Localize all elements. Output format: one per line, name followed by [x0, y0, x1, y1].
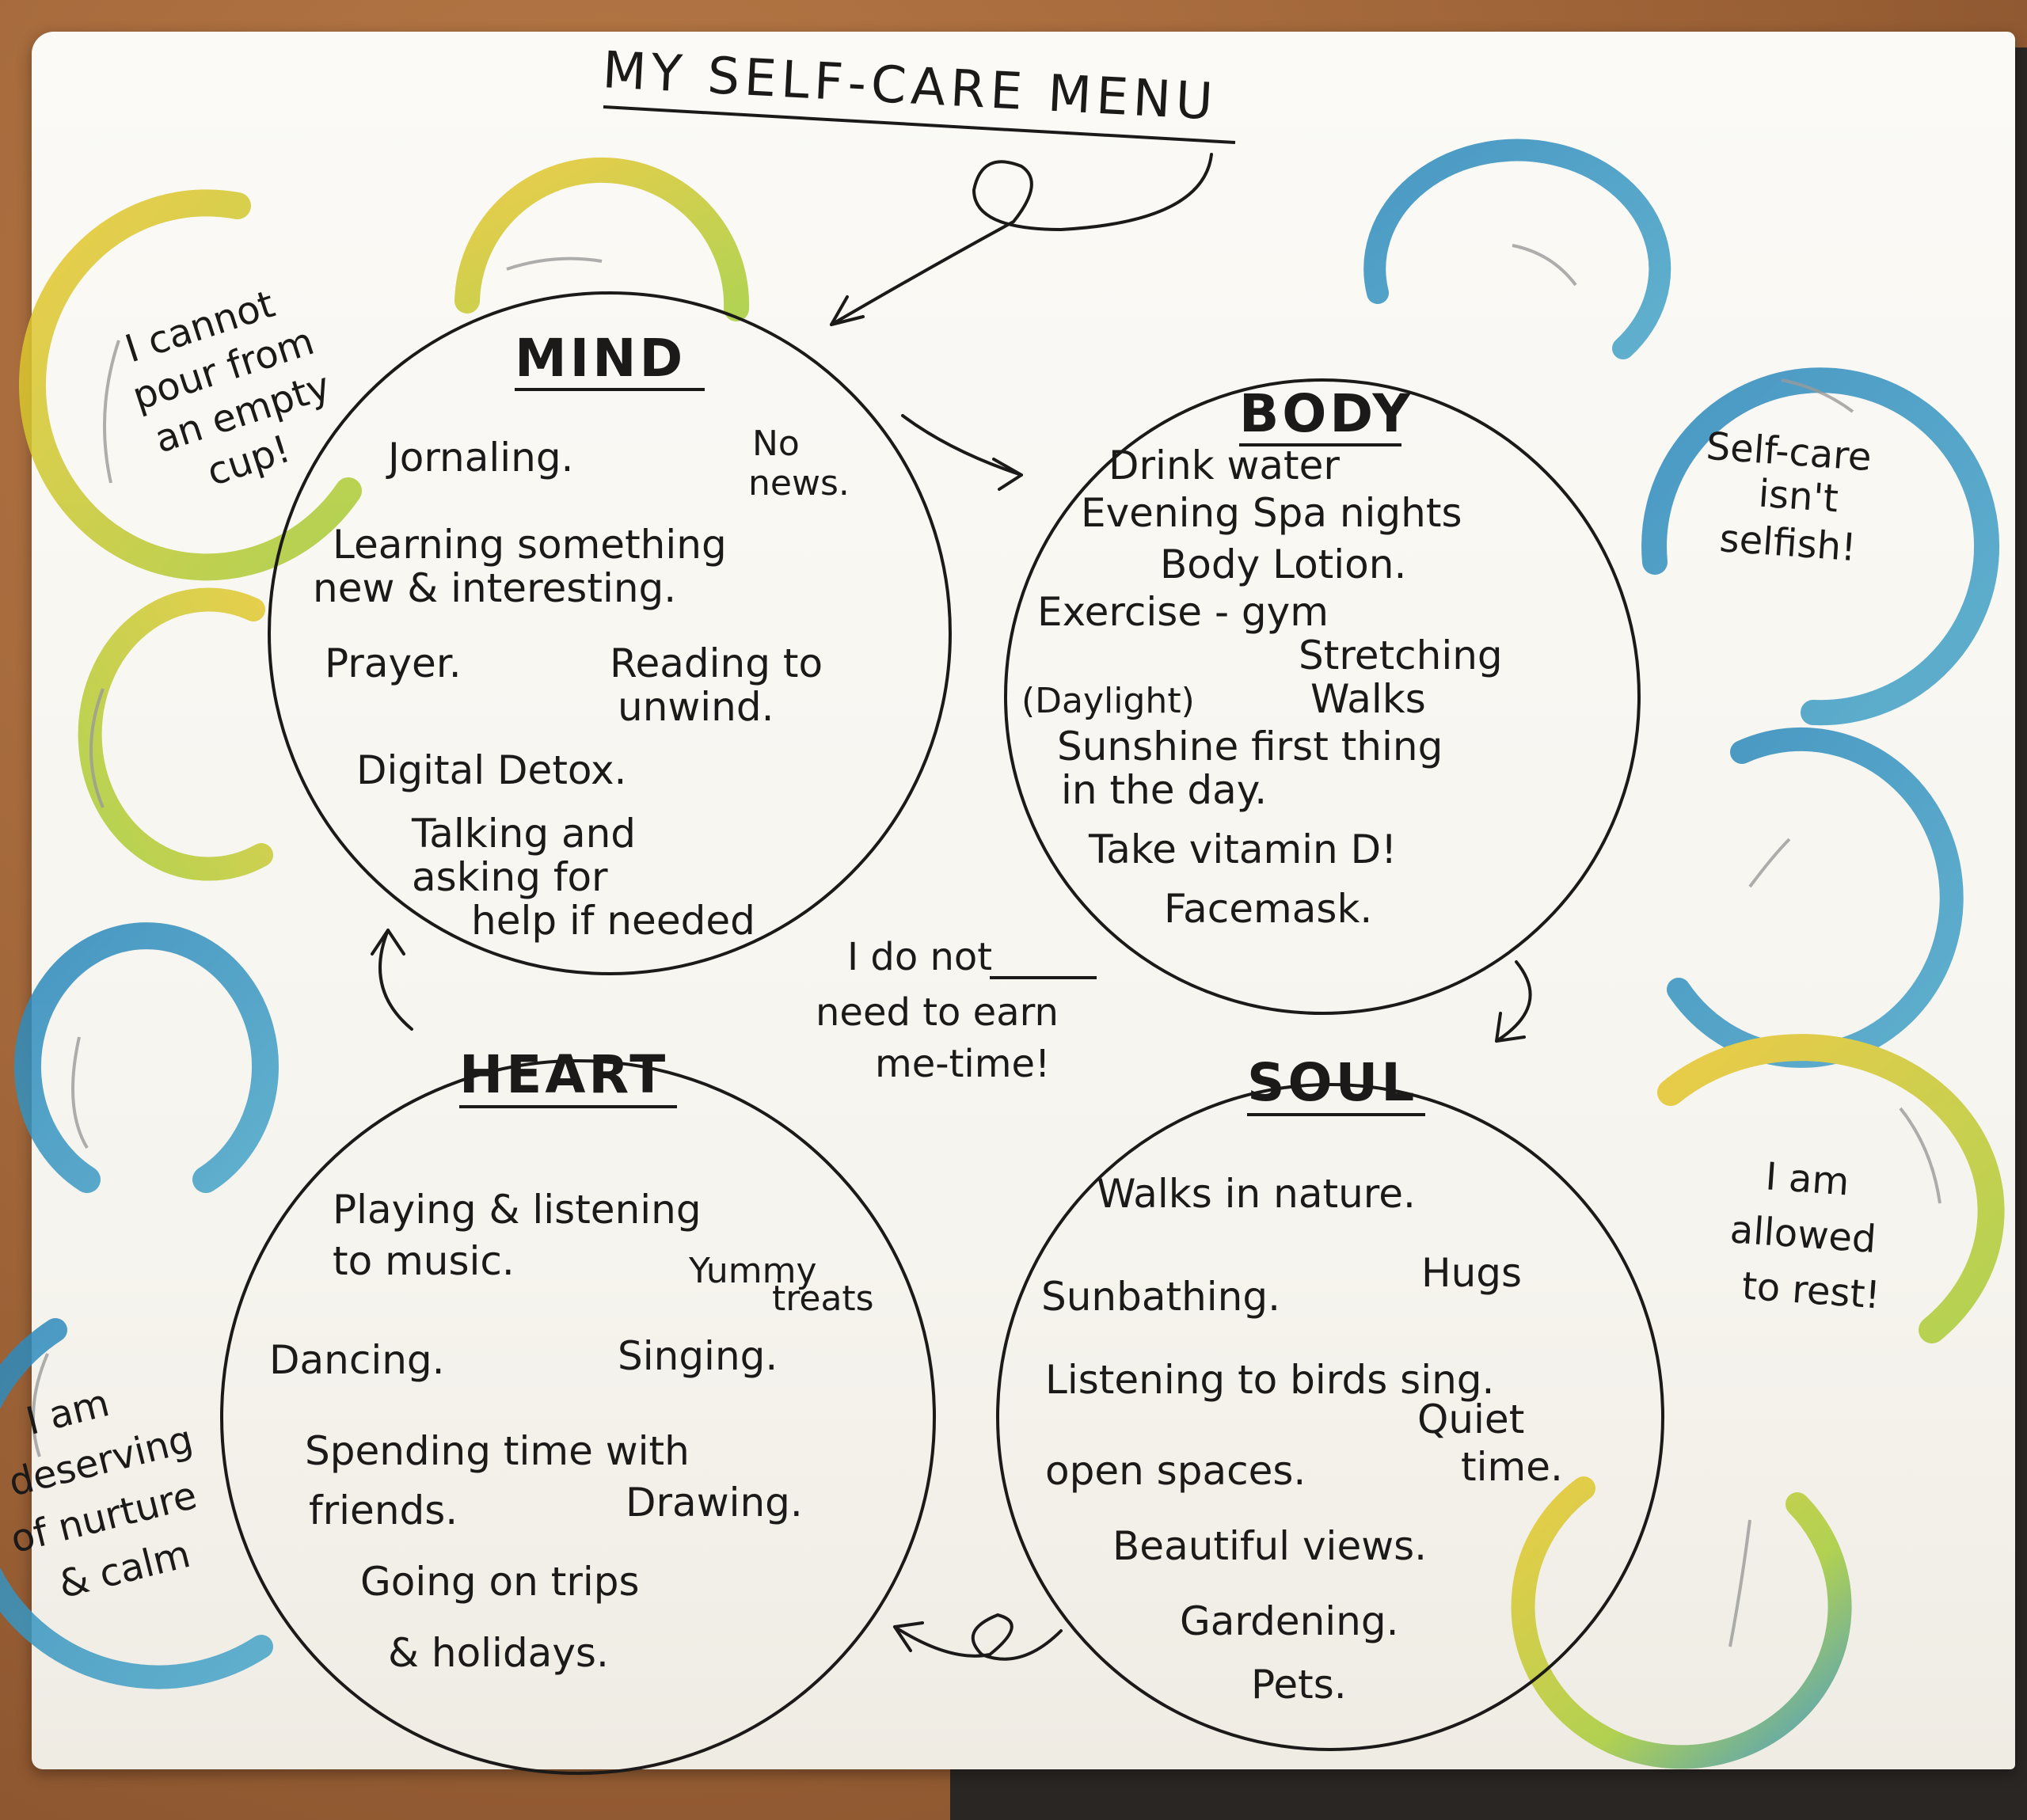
- list-item: Hugs: [1421, 1250, 1522, 1296]
- list-item: Pets.: [1251, 1662, 1347, 1708]
- list-item: help if needed: [471, 898, 755, 944]
- watercolor-ring-blue-bottomleft: [0, 1318, 273, 1689]
- list-item: Learning something: [333, 522, 727, 568]
- svg-text:me-time!: me-time!: [875, 1042, 1050, 1086]
- list-item: No: [752, 424, 800, 464]
- svg-text:I do not: I do not: [847, 935, 992, 979]
- list-item: Drawing.: [626, 1480, 803, 1526]
- heart-heading: HEART: [459, 1044, 668, 1105]
- watercolor-ring-blue-topright: [1363, 139, 1671, 359]
- list-item: Walks in nature.: [1097, 1171, 1416, 1217]
- list-item: asking for: [412, 854, 608, 900]
- svg-text:I am: I am: [1764, 1154, 1850, 1204]
- list-item: time.: [1461, 1444, 1563, 1490]
- list-item: Jornaling.: [386, 435, 573, 481]
- svg-text:selfish!: selfish!: [1718, 516, 1858, 570]
- list-item: new & interesting.: [313, 565, 676, 611]
- watercolor-ring-yellow-topleft: [18, 189, 362, 581]
- list-item: (Daylight): [1021, 681, 1195, 721]
- watercolor-ring-green-bottomright: [1511, 1476, 1852, 1769]
- affirmation-selfish: Self-care isn't selfish!: [1705, 424, 1873, 570]
- watercolor-ring-green-left: [78, 587, 273, 881]
- heart-items: Playing & listening to music. Yummy trea…: [269, 1187, 874, 1676]
- mind-heading: MIND: [515, 328, 686, 389]
- list-item: Dancing.: [269, 1337, 445, 1383]
- list-item: Prayer.: [325, 640, 462, 686]
- list-item: Singing.: [618, 1333, 778, 1379]
- body-heading: BODY: [1239, 383, 1413, 444]
- watercolor-ring-blue-left: [14, 922, 279, 1193]
- heart-to-mind-arrow: [378, 929, 413, 1031]
- list-item: news.: [748, 463, 850, 503]
- list-item: Beautiful views.: [1112, 1523, 1427, 1569]
- title-loop-arrow: [830, 153, 1213, 326]
- watercolor-ring-yellow-right: [1657, 1034, 2005, 1343]
- mind-items: Jornaling. No news. Learning something n…: [313, 424, 850, 944]
- list-item: Going on trips: [360, 1559, 640, 1605]
- list-item: Exercise - gym: [1037, 589, 1329, 635]
- list-item: Digital Detox.: [356, 747, 626, 793]
- list-item: Body Lotion.: [1160, 541, 1406, 587]
- list-item: Spending time with: [305, 1428, 690, 1474]
- list-item: Sunbathing.: [1041, 1274, 1280, 1320]
- soul-heading: SOUL: [1247, 1052, 1417, 1113]
- mind-circle: [268, 291, 952, 975]
- affirmation-rest: I am allowed to rest!: [1728, 1154, 1881, 1317]
- list-item: Reading to: [610, 640, 823, 686]
- svg-text:need to earn: need to earn: [816, 990, 1059, 1035]
- heart-circle: [220, 1059, 936, 1775]
- list-item: Listening to birds sing.: [1045, 1357, 1494, 1403]
- list-item: Yummy: [688, 1251, 816, 1291]
- soul-circle: [996, 1083, 1664, 1751]
- list-item: Quiet: [1417, 1396, 1524, 1442]
- list-item: in the day.: [1061, 767, 1267, 813]
- list-item: Walks: [1310, 676, 1426, 722]
- list-item: Drink water: [1109, 443, 1340, 488]
- affirmation-cup: I cannot pour from an empty cup!: [120, 282, 336, 495]
- mind-to-body-arrow: [901, 414, 1023, 477]
- svg-text:Self-care: Self-care: [1705, 424, 1873, 480]
- list-item: Sunshine first thing: [1057, 724, 1443, 769]
- body-circle: [1004, 378, 1641, 1015]
- list-item: & holidays.: [388, 1630, 609, 1676]
- list-item: Take vitamin D!: [1088, 826, 1397, 872]
- list-item: unwind.: [618, 684, 774, 730]
- list-item: Facemask.: [1164, 886, 1372, 932]
- body-items: Drink water Evening Spa nights Body Loti…: [1021, 443, 1503, 932]
- list-item: Gardening.: [1180, 1598, 1398, 1644]
- svg-text:isn't: isn't: [1757, 472, 1839, 522]
- watercolor-ring-blue-midright: [1667, 727, 1964, 1068]
- sketchbook-page: [32, 32, 2015, 1769]
- center-affirmation: I do not need to earn me-time!: [816, 935, 1097, 1086]
- list-item: friends.: [309, 1488, 458, 1533]
- list-item: to music.: [333, 1238, 515, 1284]
- list-item: open spaces.: [1045, 1448, 1306, 1494]
- list-item: Talking and: [411, 811, 636, 857]
- svg-text:allowed: allowed: [1728, 1207, 1877, 1262]
- page-title: MY SELF-CARE MENU: [601, 41, 1219, 132]
- list-item: Stretching: [1299, 633, 1503, 678]
- svg-text:to rest!: to rest!: [1740, 1263, 1881, 1317]
- affirmation-nurture: I am deserving of nurture & calm: [5, 1381, 201, 1607]
- list-item: Playing & listening: [333, 1187, 702, 1233]
- list-item: treats: [772, 1279, 874, 1319]
- soul-items: Walks in nature. Sunbathing. Hugs Listen…: [1041, 1171, 1563, 1708]
- soul-to-heart-arrow: [893, 1613, 1063, 1661]
- body-to-soul-arrow: [1495, 960, 1532, 1043]
- list-item: Evening Spa nights: [1081, 490, 1462, 536]
- watercolor-ring-yellow-top: [454, 158, 750, 321]
- watercolor-ring-blue-right: [1641, 367, 2000, 726]
